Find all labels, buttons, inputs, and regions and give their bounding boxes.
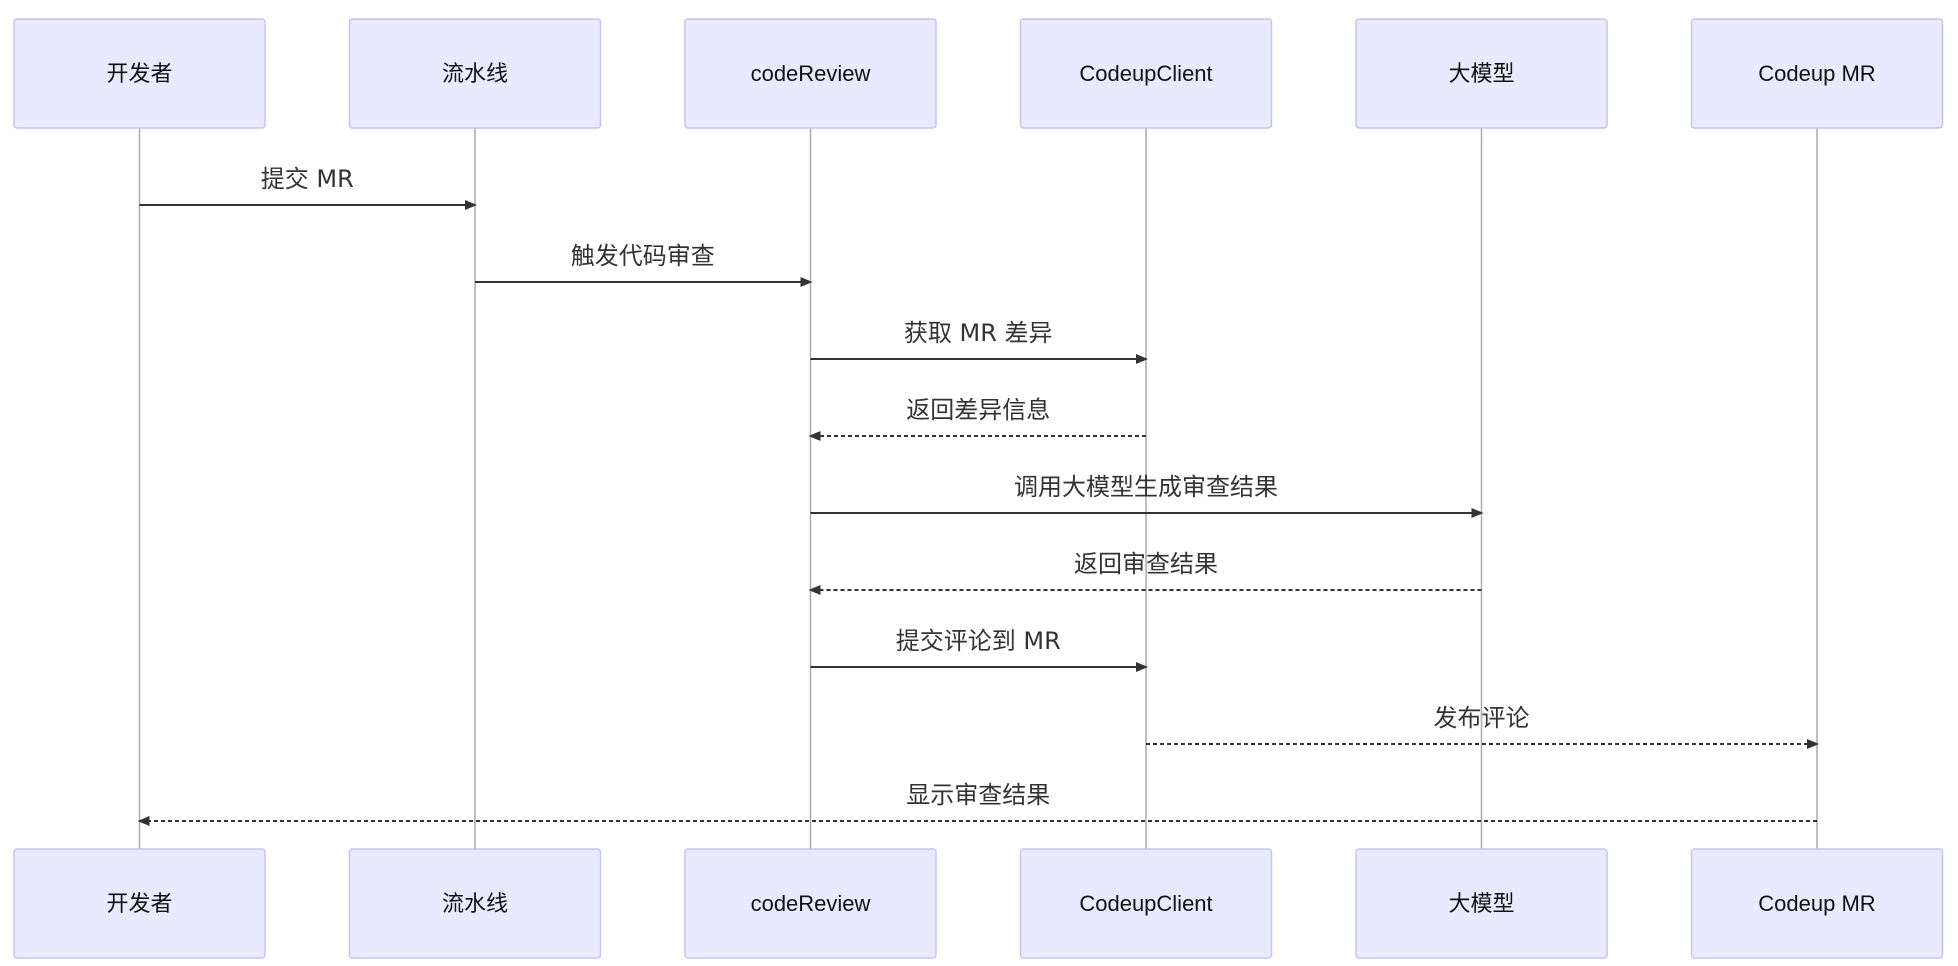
lifelines xyxy=(138,128,1818,849)
actor-box xyxy=(684,848,937,959)
actor-label: 流水线 xyxy=(442,891,508,916)
arrowhead-icon xyxy=(465,200,477,210)
actor-label: codeReview xyxy=(751,891,871,916)
message-4: 返回差异信息 xyxy=(808,396,1146,441)
actor-box xyxy=(348,18,602,129)
actor-bottom-client: CodeupClient xyxy=(1019,848,1273,959)
actor-label: 大模型 xyxy=(1448,891,1514,916)
actor-box xyxy=(1019,848,1273,959)
message-1: 提交 MR xyxy=(139,165,477,210)
actor-box xyxy=(1019,18,1273,129)
actor-box xyxy=(13,848,266,959)
message-3: 获取 MR 差异 xyxy=(810,319,1148,364)
message-6: 返回审查结果 xyxy=(808,550,1482,595)
arrowhead-icon xyxy=(800,277,813,287)
actor-box xyxy=(348,848,602,959)
message-label: 提交 MR xyxy=(261,165,354,193)
message-label: 调用大模型生成审查结果 xyxy=(1014,473,1278,501)
arrowhead-icon xyxy=(808,431,821,441)
actor-top-client: CodeupClient xyxy=(1019,18,1273,129)
actor-box xyxy=(1690,18,1944,129)
actor-label: CodeupClient xyxy=(1079,891,1212,916)
arrowhead-icon xyxy=(1136,662,1148,672)
message-2: 触发代码审查 xyxy=(475,242,813,287)
actor-box xyxy=(1355,18,1608,129)
actor-top-mr: Codeup MR xyxy=(1690,18,1944,129)
actor-box xyxy=(1690,848,1944,959)
arrowhead-icon xyxy=(137,816,150,826)
actor-label: Codeup MR xyxy=(1758,891,1875,916)
actor-top-review: codeReview xyxy=(684,18,937,129)
actors-bottom: 开发者 流水线 codeReview CodeupClient 大模型 Codeup MR xyxy=(13,848,1944,959)
actor-label: CodeupClient xyxy=(1079,61,1212,86)
actors-top: 开发者 流水线 codeReview CodeupClient 大模型 Codeup MR xyxy=(13,18,1944,129)
actor-bottom-mr: Codeup MR xyxy=(1690,848,1944,959)
message-label: 显示审查结果 xyxy=(906,781,1050,809)
arrowhead-icon xyxy=(1807,739,1819,749)
message-label: 发布评论 xyxy=(1434,704,1530,732)
actor-bottom-llm: 大模型 xyxy=(1355,848,1608,959)
arrowhead-icon xyxy=(808,585,821,595)
actor-box xyxy=(13,18,266,129)
actor-label: 大模型 xyxy=(1448,61,1514,86)
arrowhead-icon xyxy=(1471,508,1484,518)
actor-label: 流水线 xyxy=(442,61,508,86)
actor-top-dev: 开发者 xyxy=(13,18,266,129)
actor-top-llm: 大模型 xyxy=(1355,18,1608,129)
message-label: 获取 MR 差异 xyxy=(904,319,1053,347)
actor-bottom-pipeline: 流水线 xyxy=(348,848,602,959)
actor-box xyxy=(684,18,937,129)
actor-bottom-review: codeReview xyxy=(684,848,937,959)
message-label: 提交评论到 MR xyxy=(896,627,1061,655)
message-9: 显示审查结果 xyxy=(137,781,1817,826)
message-7: 提交评论到 MR xyxy=(810,627,1148,672)
message-label: 返回差异信息 xyxy=(906,396,1050,424)
actor-label: 开发者 xyxy=(106,61,172,86)
actor-top-pipeline: 流水线 xyxy=(348,18,602,129)
actor-label: Codeup MR xyxy=(1758,61,1875,86)
actor-box xyxy=(1355,848,1608,959)
message-label: 返回审查结果 xyxy=(1074,550,1218,578)
message-label: 触发代码审查 xyxy=(571,242,715,270)
message-8: 发布评论 xyxy=(1146,704,1819,749)
actor-label: codeReview xyxy=(751,61,871,86)
actor-bottom-dev: 开发者 xyxy=(13,848,266,959)
message-5: 调用大模型生成审查结果 xyxy=(810,473,1484,518)
arrowhead-icon xyxy=(1136,354,1148,364)
actor-label: 开发者 xyxy=(106,891,172,916)
